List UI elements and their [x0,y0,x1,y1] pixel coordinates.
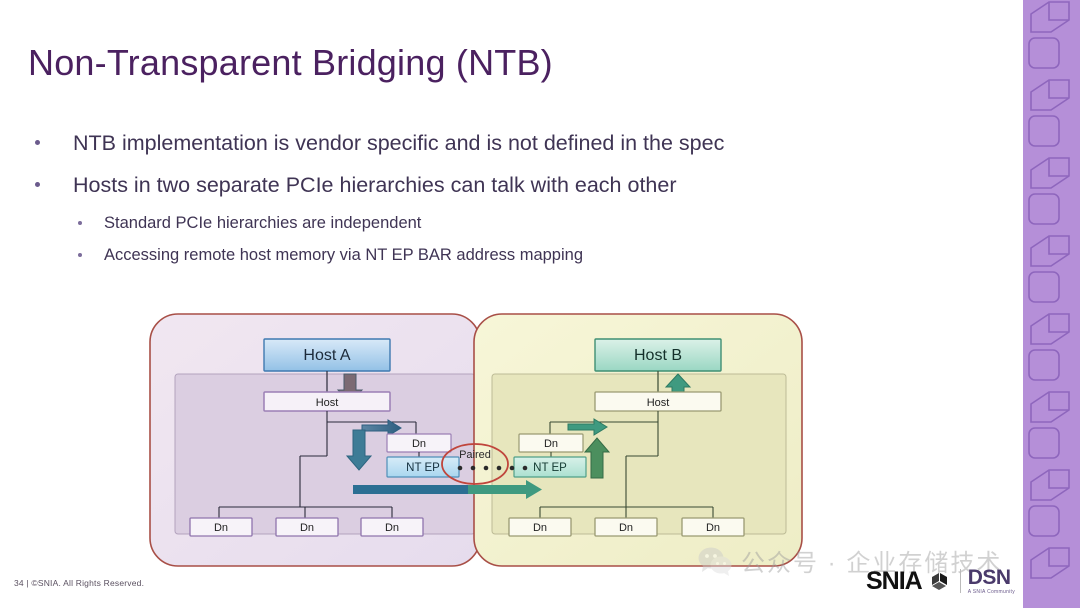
bullet-dot-icon [35,140,40,145]
paired-dots [457,465,528,471]
host-b-panel: Host B Host [473,313,803,567]
bullet-item-3: Standard PCIe hierarchies are independen… [28,214,888,233]
host-a-right-arrow [361,419,402,437]
ntb-diagram: Host A Host [148,312,804,572]
host-a-panel: Host A Host [149,313,481,567]
host-b-ntep-label: NT EP [533,462,567,474]
paired-label: Paired [459,449,491,461]
host-a-root-label: Host [316,397,339,409]
host-b-leaf-dn-2: Dn [619,522,633,534]
decorative-side-band [1023,0,1080,608]
paired-link: Paired [441,443,528,485]
bullet-item-1: NTB implementation is vendor specific an… [28,131,888,156]
host-a-leaf-dn-2: Dn [300,522,314,534]
watermark-text: 公众号 · 企业存储技术 [741,550,1003,577]
bullet-text: Hosts in two separate PCIe hierarchies c… [73,172,677,197]
page-title: Non-Transparent Bridging (NTB) [28,42,553,83]
logo-divider [959,569,961,593]
host-b-up-arrow-2 [583,437,611,479]
bullet-dot-icon [35,181,40,187]
host-a-ntep-label: NT EP [406,462,440,474]
wechat-icon [698,547,732,576]
bullet-text: NTB implementation is vendor specific an… [73,131,725,155]
bullet-dot-icon [78,253,82,258]
host-a-long-arrow [210,485,353,494]
host-b-leaf-dn-3: Dn [706,522,720,534]
bullet-dot-icon [78,221,82,226]
footer-copyright: 34 | ©SNIA. All Rights Reserved. [14,578,145,588]
snia-logo-text: SNIA [866,566,923,595]
bullet-text: Accessing remote host memory via NT EP B… [104,246,584,265]
host-b-root-label: Host [647,397,670,409]
brand-logos: SNIA DSN A SNIA Community [866,567,1015,595]
dsn-logo: DSN A SNIA Community [968,567,1015,595]
wechat-watermark: 公众号 · 企业存储技术 [698,543,1002,578]
host-b-right-arrow [567,418,608,436]
snia-cube-icon [931,573,947,590]
host-a-leaf-dn-3: Dn [385,522,399,534]
host-b-dn-label: Dn [544,438,558,450]
dsn-tagline: A SNIA Community [967,589,1016,595]
host-b-label: Host B [634,347,682,364]
host-a-label: Host A [303,347,350,364]
host-a-down-arrow-2 [345,429,373,471]
bullet-item-2: Hosts in two separate PCIe hierarchies c… [28,173,888,198]
dsn-logo-text: DSN [967,566,1011,589]
host-a-dn-label: Dn [412,438,426,450]
host-a-leaf-dn-1: Dn [214,522,228,534]
bullet-list: NTB implementation is vendor specific an… [28,131,888,278]
bullet-text: Standard PCIe hierarchies are independen… [104,214,422,233]
cross-domain-arrow [353,480,542,499]
paired-ellipse [441,443,509,485]
bullet-item-4: Accessing remote host memory via NT EP B… [28,246,888,265]
host-b-leaf-dn-1: Dn [533,522,547,534]
